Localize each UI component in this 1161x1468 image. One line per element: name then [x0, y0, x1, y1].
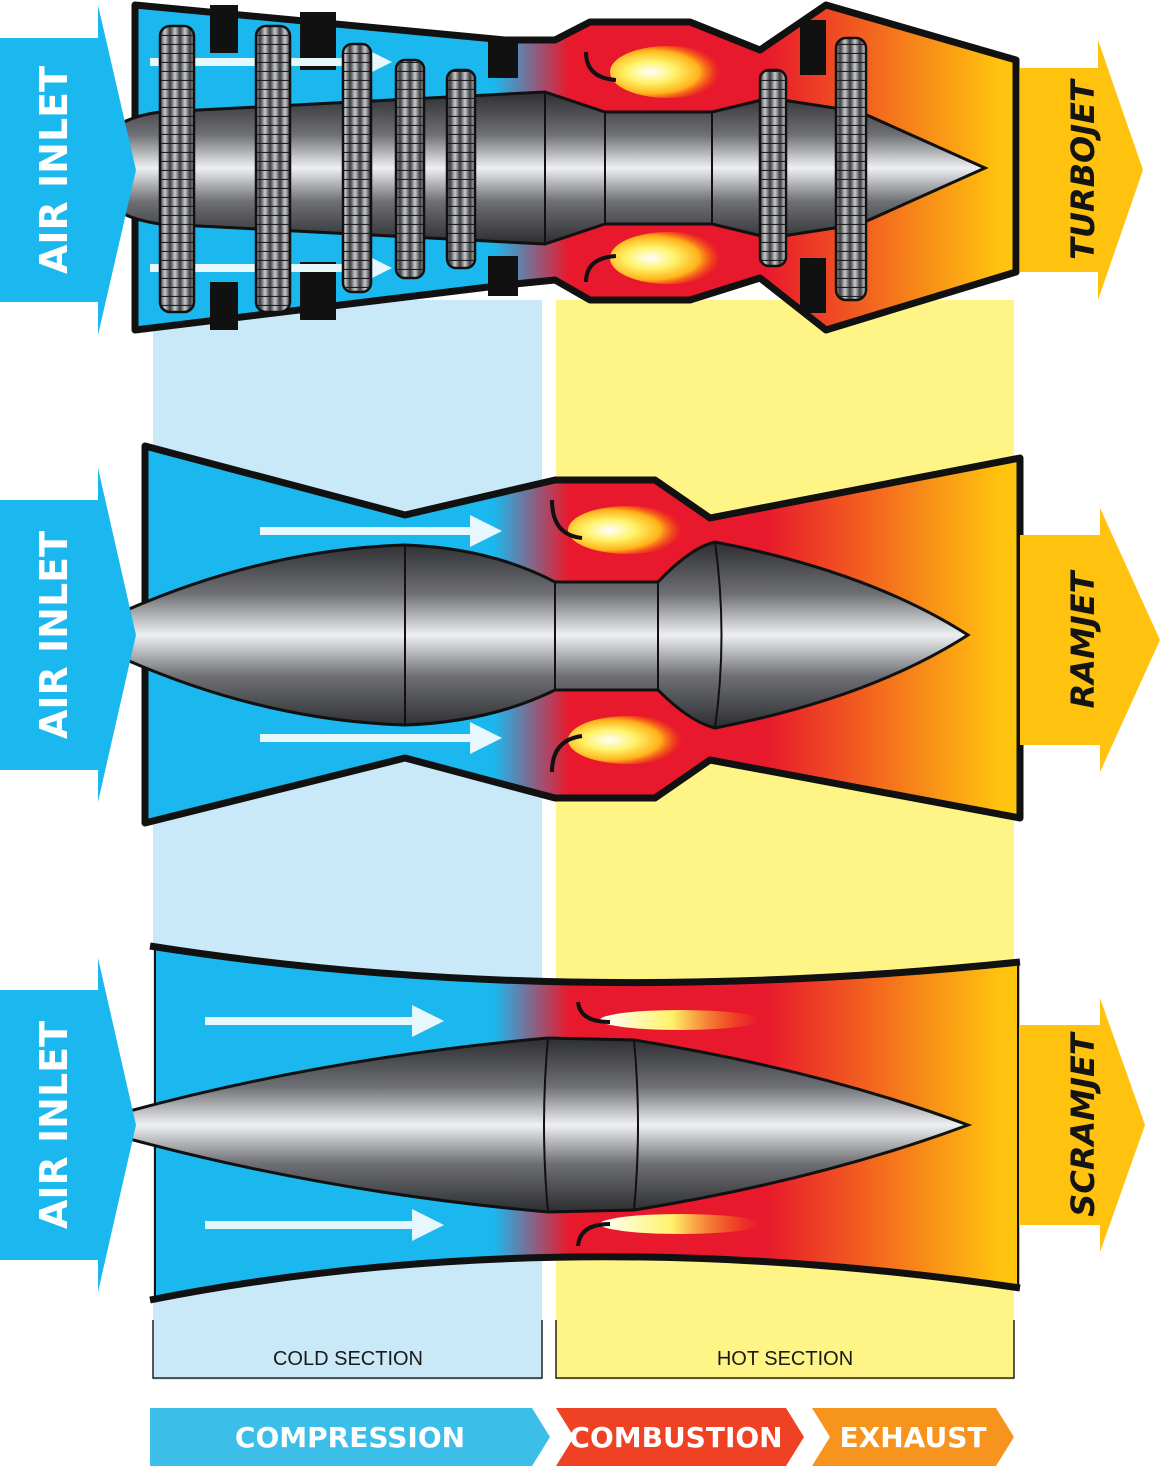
- ramjet-flames: [550, 499, 688, 773]
- air-inlet-arrow-1: AIR INLET: [0, 5, 136, 335]
- compression-label: COMPRESSION: [235, 1421, 465, 1454]
- hot-section-bracket: HOT SECTION: [555, 1320, 1015, 1379]
- combustion-stage-arrow: COMBUSTION: [556, 1408, 804, 1466]
- ramjet-airflow-arrows: [260, 515, 502, 754]
- scramjet-airflow-arrows: [205, 1005, 444, 1241]
- exhaust-label: EXHAUST: [840, 1421, 987, 1454]
- air-inlet-label-1: AIR INLET: [32, 66, 76, 274]
- turbojet-blades: [158, 24, 868, 314]
- scramjet-exhaust-arrow: SCRAMJET: [1020, 998, 1145, 1252]
- turbojet-exhaust-arrow: TURBOJET: [1020, 40, 1143, 300]
- scramjet-engine: [74, 942, 1021, 1304]
- air-inlet-label-3: AIR INLET: [32, 1021, 76, 1229]
- turbojet-label: TURBOJET: [1064, 78, 1102, 260]
- air-inlet-arrow-3: AIR INLET: [0, 958, 136, 1292]
- turbojet-flames: [584, 46, 726, 284]
- air-inlet-arrow-2: AIR INLET: [0, 468, 136, 802]
- exhaust-stage-arrow: EXHAUST: [812, 1408, 1014, 1466]
- air-inlet-label-2: AIR INLET: [32, 531, 76, 739]
- scramjet-spindle: [74, 1036, 973, 1214]
- turbojet-engine: [74, 1, 1020, 334]
- cold-section-bracket: COLD SECTION: [152, 1320, 543, 1379]
- ramjet-exhaust-arrow: RAMJET: [1020, 508, 1160, 772]
- cold-section-label: COLD SECTION: [273, 1348, 423, 1370]
- ramjet-spindle: [70, 540, 971, 730]
- ramjet-engine: [70, 442, 1024, 827]
- ramjet-label: RAMJET: [1064, 569, 1102, 708]
- scramjet-flames: [576, 1001, 760, 1247]
- scramjet-label: SCRAMJET: [1064, 1031, 1102, 1217]
- combustion-label: COMBUSTION: [569, 1421, 782, 1454]
- hot-section-label: HOT SECTION: [717, 1348, 853, 1370]
- compression-stage-arrow: COMPRESSION: [150, 1408, 550, 1466]
